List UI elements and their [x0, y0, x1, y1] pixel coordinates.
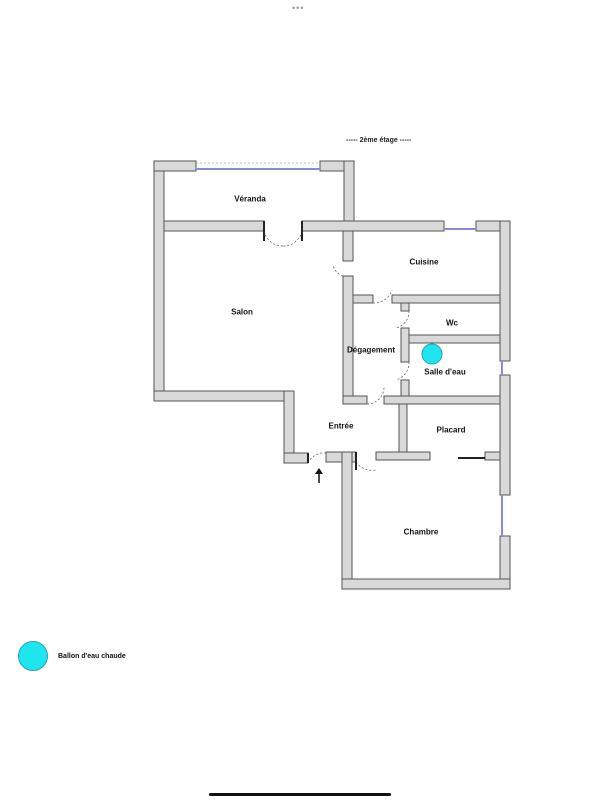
menu-dots-icon[interactable]: •••: [292, 3, 305, 13]
wall: [153, 160, 197, 172]
room-salon: Salon: [231, 307, 253, 317]
room-placard: Placard: [436, 425, 466, 435]
room-cuisine: Cuisine: [409, 257, 439, 267]
wall: [341, 451, 353, 590]
room-wc: Wc: [446, 318, 458, 328]
wall: [283, 390, 295, 464]
wall: [163, 220, 265, 232]
wall: [398, 403, 408, 453]
wall: [342, 230, 354, 262]
room-veranda: Véranda: [234, 194, 266, 204]
wall: [400, 327, 410, 363]
water-heater-marker: [421, 343, 443, 365]
wall: [499, 374, 511, 496]
wall: [283, 452, 309, 464]
wall: [342, 395, 368, 405]
wall: [301, 220, 445, 232]
wall: [375, 451, 431, 461]
wall: [383, 395, 501, 405]
wall: [153, 390, 295, 402]
legend-label: Ballon d'eau chaude: [58, 652, 126, 660]
room-degagement: Dégagement: [346, 345, 396, 355]
water-heater-legend-icon: [18, 641, 48, 671]
room-salle-deau: Salle d'eau: [424, 367, 466, 377]
wall: [400, 302, 410, 312]
entrance-arrow-icon: [315, 468, 323, 483]
wall: [484, 451, 501, 461]
wall: [499, 220, 511, 362]
wall: [408, 334, 501, 344]
floor-label: ----- 2ème étage -----: [346, 137, 412, 144]
wall: [352, 294, 374, 304]
wall: [391, 294, 501, 304]
wall: [153, 160, 165, 402]
wall: [341, 578, 511, 590]
room-chambre: Chambre: [403, 527, 439, 537]
legend: Ballon d'eau chaude: [18, 641, 126, 671]
room-entree: Entrée: [328, 421, 354, 431]
wall: [342, 275, 354, 397]
home-indicator[interactable]: [209, 793, 391, 796]
